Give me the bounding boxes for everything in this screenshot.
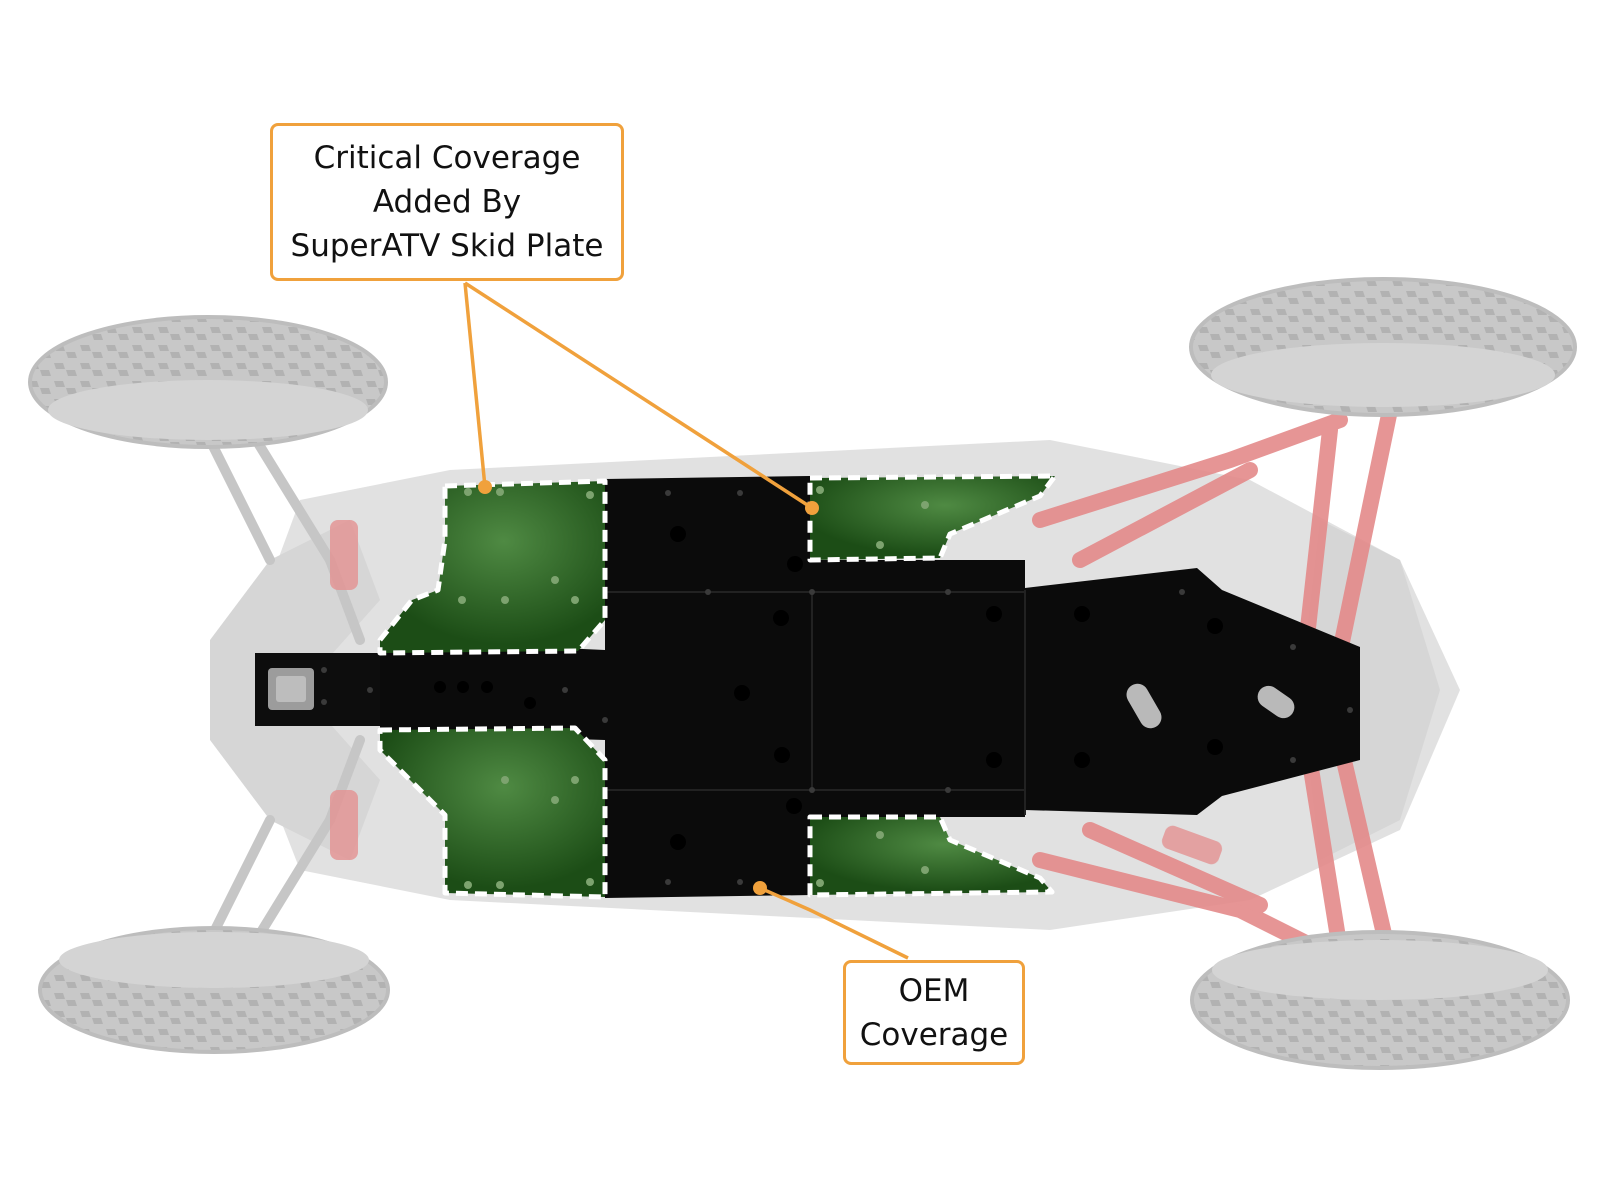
added-coverage-bolts	[458, 486, 929, 889]
tire-rear-left	[1189, 277, 1577, 417]
leader-to-front-left-panel	[463, 282, 487, 488]
added-coverage-rear-right	[807, 814, 1055, 898]
callout-leader-dots	[478, 480, 819, 895]
critical-coverage-line-3: SuperATV Skid Plate	[290, 228, 604, 264]
leader-to-oem-plate	[759, 886, 909, 960]
critical-coverage-callout: Critical Coverage Added By SuperATV Skid…	[270, 123, 624, 281]
leader-to-rear-left-panel	[464, 281, 813, 510]
tire-front-right	[38, 926, 390, 1054]
oem-coverage-line-1: OEM	[898, 972, 970, 1009]
added-coverage-panels	[377, 473, 1058, 900]
oem-coverage-callout: OEM Coverage	[843, 960, 1025, 1065]
red-front-parts	[330, 520, 1223, 865]
added-coverage-rear-left	[807, 473, 1058, 563]
added-coverage-front-right	[377, 725, 608, 900]
tire-rear-right	[1190, 930, 1570, 1070]
tire-front-left	[28, 315, 388, 449]
critical-coverage-line-1: Critical Coverage	[313, 140, 581, 176]
callout-leader-lines	[463, 281, 909, 960]
oem-coverage-line-2: Coverage	[859, 1016, 1009, 1053]
oem-skid-plate	[255, 476, 1360, 898]
added-coverage-front-left	[377, 478, 608, 656]
critical-coverage-line-2: Added By	[372, 184, 522, 220]
